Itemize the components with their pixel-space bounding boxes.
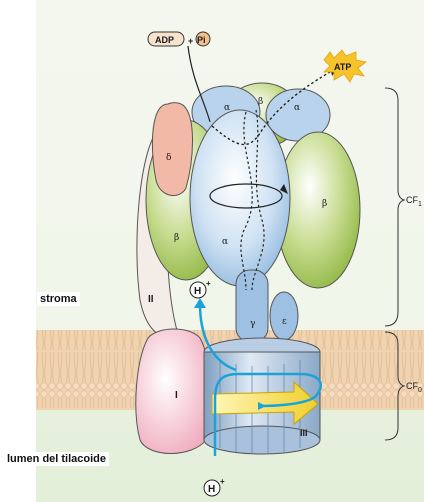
beta-label-left: β — [174, 233, 179, 243]
adp-label: ADP — [155, 35, 174, 45]
beta-label-top: β — [258, 97, 263, 107]
alpha-label-top-left: α — [224, 103, 230, 113]
epsilon-subunit — [270, 292, 298, 340]
lumen-label: lumen del tilacoide — [4, 452, 109, 466]
alpha-label-front: α — [222, 237, 228, 247]
subunit-I-label: I — [175, 390, 178, 401]
proton-stroma-label: H — [194, 286, 201, 297]
pi-label: Pi — [197, 35, 206, 45]
gamma-subunit — [236, 270, 268, 342]
svg-text:+: + — [206, 279, 211, 288]
stroma-label: stroma — [37, 292, 80, 306]
alpha-label-top-right: α — [294, 103, 300, 113]
delta-label: δ — [166, 153, 171, 163]
subunit-I — [136, 329, 211, 454]
svg-text:+: + — [220, 477, 225, 486]
subunit-III-label: III — [300, 428, 308, 438]
delta-subunit — [152, 103, 192, 196]
beta-label-right: β — [322, 199, 327, 209]
subunit-II-label: II — [148, 294, 154, 305]
gamma-label: γ — [250, 319, 255, 329]
atp-label: ATP — [334, 62, 351, 72]
alpha-subunit-front — [190, 110, 290, 286]
proton-lumen-label: H — [208, 484, 215, 495]
plus-label: + — [188, 36, 193, 46]
epsilon-label: ε — [282, 317, 287, 327]
